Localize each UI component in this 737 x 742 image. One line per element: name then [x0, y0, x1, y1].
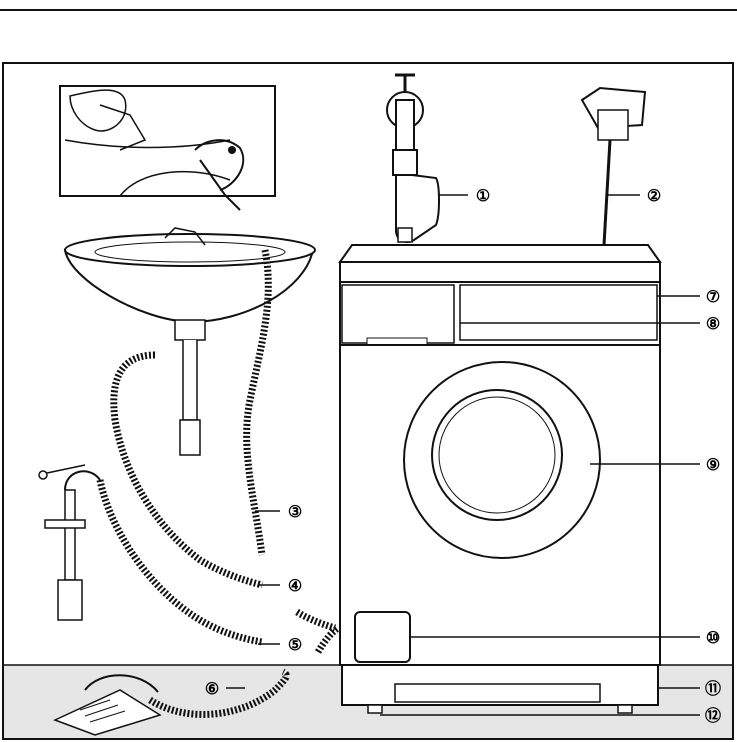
plinth-panel [395, 684, 600, 702]
drain-hose-standpipe [100, 480, 262, 642]
door-glass [432, 390, 562, 520]
callout-12: ⑫ [705, 706, 721, 725]
callout-11: ⑪ [705, 679, 721, 698]
detergent-drawer [342, 285, 454, 343]
power-socket-icon [582, 88, 645, 245]
callout-4: ④ [288, 578, 302, 595]
inset-detail [60, 86, 275, 210]
foot-left [368, 705, 382, 713]
callout-8: ⑧ [706, 316, 720, 333]
callout-10: ⑩ [706, 630, 720, 647]
callout-9: ⑨ [706, 457, 720, 474]
washing-machine-icon [340, 245, 660, 713]
machine-outlet-hoses [297, 612, 338, 652]
control-display [460, 285, 657, 340]
callout-1: ① [476, 188, 490, 205]
drain-pipe-icon [39, 465, 100, 620]
callout-7: ⑦ [706, 289, 720, 306]
callout-3: ③ [288, 504, 302, 521]
water-tap-icon [387, 75, 439, 242]
service-panel [355, 612, 410, 662]
sink-icon [65, 228, 315, 455]
callout-6: ⑥ [205, 681, 219, 698]
callout-2: ② [647, 188, 661, 205]
foot-right [618, 705, 632, 713]
callout-5: ⑤ [288, 637, 302, 654]
